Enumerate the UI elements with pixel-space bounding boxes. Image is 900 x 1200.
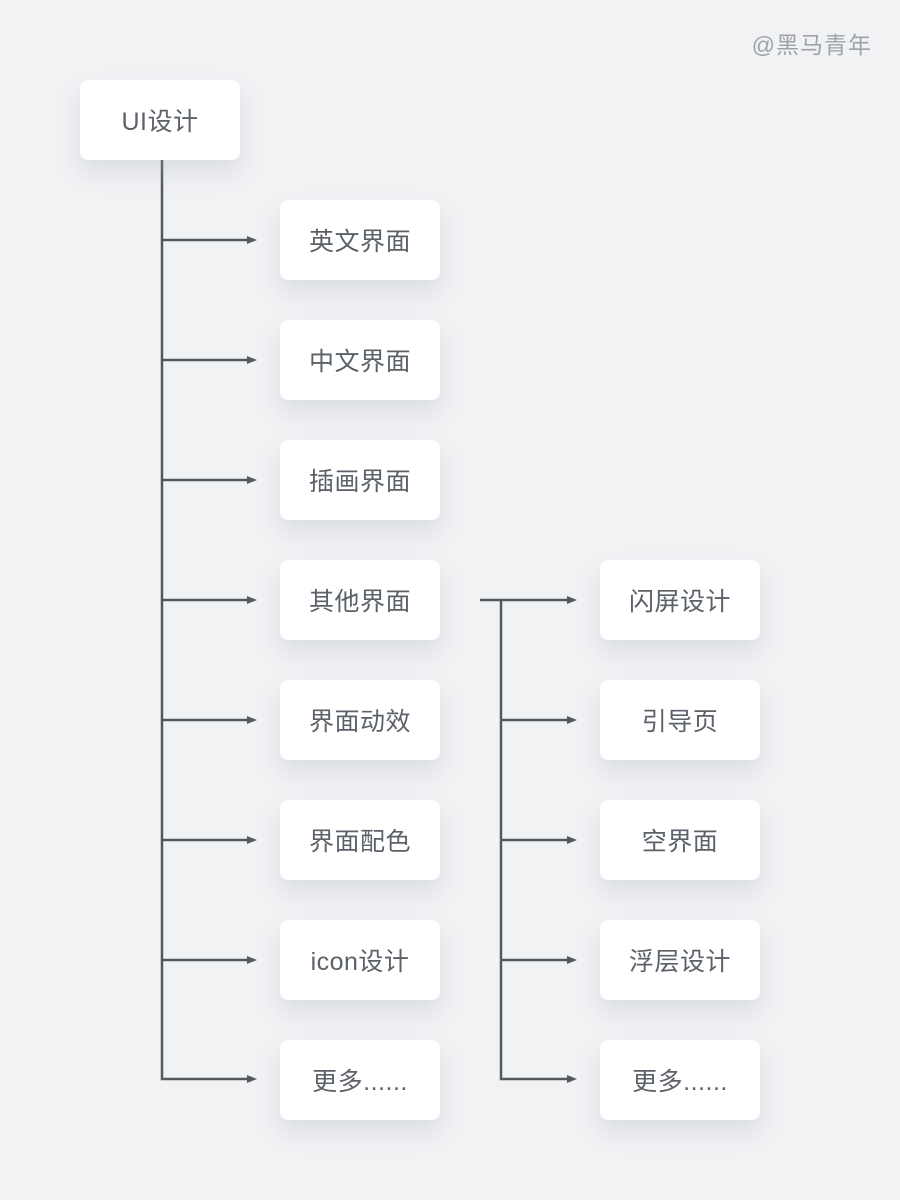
trunk-level2 <box>499 600 577 1083</box>
node-ui-animation: 界面动效 <box>280 680 440 760</box>
node-icon-design: icon设计 <box>280 920 440 1000</box>
node-english-ui: 英文界面 <box>280 200 440 280</box>
node-empty-state: 空界面 <box>600 800 760 880</box>
trunk-level1 <box>160 160 257 1083</box>
node-root-ui-design: UI设计 <box>80 80 240 160</box>
node-overlay-design: 浮层设计 <box>600 920 760 1000</box>
node-guide-page: 引导页 <box>600 680 760 760</box>
node-splash-design: 闪屏设计 <box>600 560 760 640</box>
watermark: @黑马青年 <box>751 32 872 58</box>
node-more-level2: 更多...... <box>600 1040 760 1120</box>
node-ui-color: 界面配色 <box>280 800 440 880</box>
node-chinese-ui: 中文界面 <box>280 320 440 400</box>
node-more-level1: 更多...... <box>280 1040 440 1120</box>
node-illustration-ui: 插画界面 <box>280 440 440 520</box>
node-other-ui: 其他界面 <box>280 560 440 640</box>
